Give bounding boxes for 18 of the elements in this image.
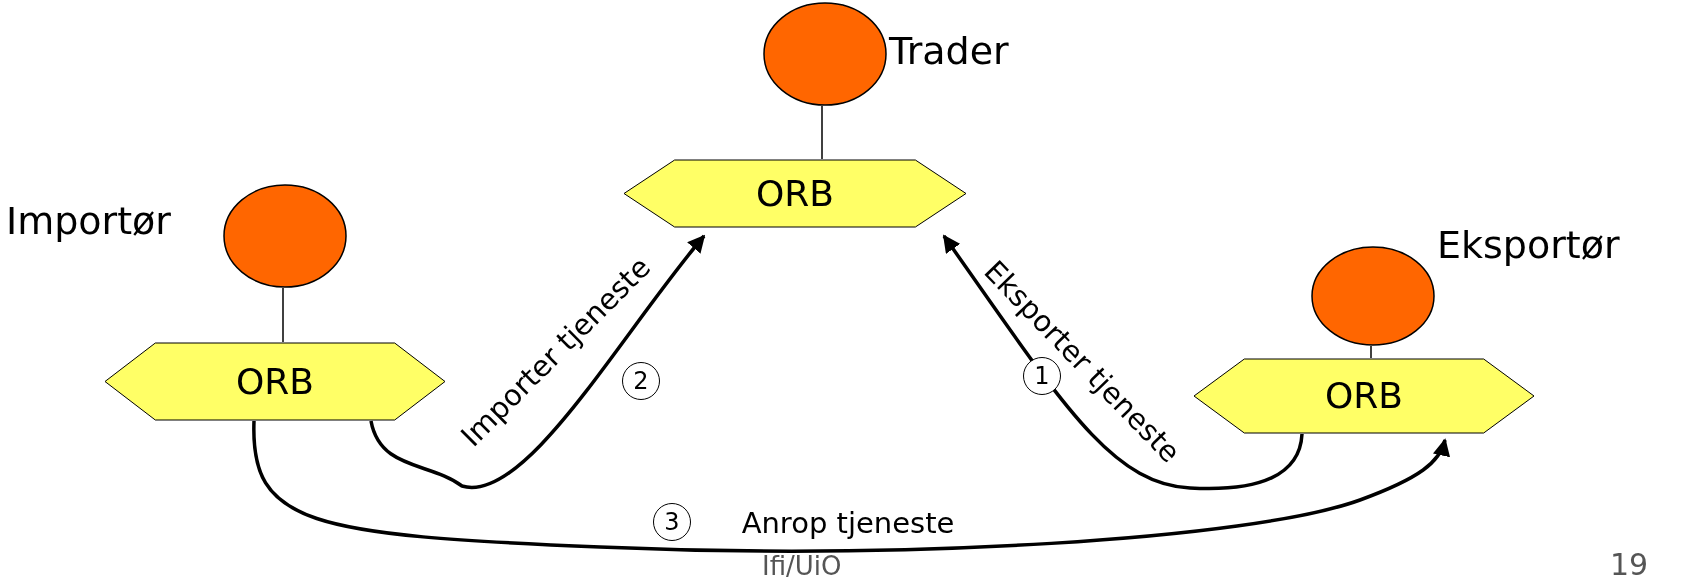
connector-line [1370, 345, 1372, 359]
node-label: Trader [889, 32, 1009, 70]
node-label: Eksportør [1437, 226, 1620, 264]
curved-arrow [252, 420, 1449, 553]
node-label: Importør [6, 202, 171, 240]
page-number: 19 [1610, 550, 1649, 580]
footer-text: Ifi/UiO [762, 553, 842, 579]
callout-number: 2 [622, 362, 660, 400]
connector-line [282, 287, 284, 343]
callout-number: 3 [653, 503, 691, 541]
curved-arrow [942, 234, 1304, 491]
edge-label: Anrop tjeneste [741, 508, 955, 538]
curved-arrow [369, 234, 706, 489]
orb-hexagon: ORB [104, 342, 446, 421]
orb-hexagon: ORB [623, 159, 967, 228]
connector-line [821, 105, 823, 160]
orb-hexagon: ORB [1193, 358, 1535, 434]
callout-number: 1 [1023, 357, 1061, 395]
